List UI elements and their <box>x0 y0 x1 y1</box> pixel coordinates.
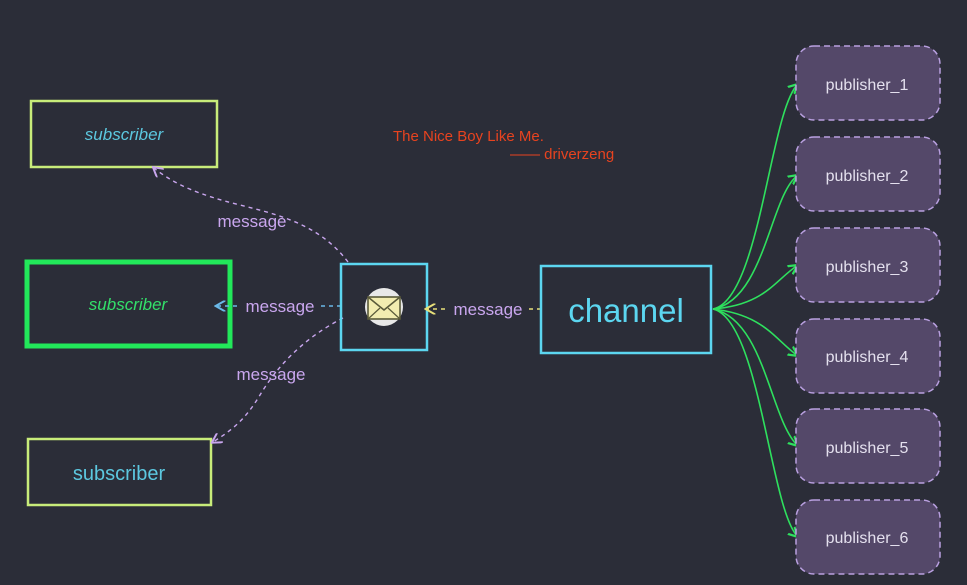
envelope-icon <box>365 288 403 326</box>
message-label-3: message <box>237 365 306 384</box>
caption-quote: The Nice Boy Like Me. <box>393 128 544 145</box>
channel-label: channel <box>568 292 684 329</box>
publisher-link-6 <box>712 308 798 537</box>
publisher-link-1 <box>712 84 798 310</box>
subscriber-node-2[interactable]: subscriber <box>24 259 233 349</box>
publisher-label-6: publisher_6 <box>826 530 909 547</box>
publisher-label-2: publisher_2 <box>826 168 909 185</box>
publisher-link-2 <box>712 175 798 310</box>
message-node[interactable] <box>339 262 429 352</box>
publisher-link-5 <box>712 308 798 446</box>
publisher-links <box>712 84 798 537</box>
subscriber-node-3[interactable]: subscriber <box>26 437 213 507</box>
publisher-node-4[interactable]: publisher_4 <box>795 318 941 394</box>
message-label-1: message <box>218 212 287 231</box>
publisher-node-2[interactable]: publisher_2 <box>795 136 941 212</box>
subscriber-label-1: subscriber <box>85 125 165 144</box>
publisher-label-5: publisher_5 <box>826 440 909 457</box>
publisher-link-4 <box>712 308 798 356</box>
subscriber-label-2: subscriber <box>89 295 169 314</box>
publisher-label-4: publisher_4 <box>826 349 909 366</box>
caption-author: —— driverzeng <box>510 146 614 163</box>
message-arrow-to-subscriber-3 <box>213 317 344 442</box>
publisher-node-6[interactable]: publisher_6 <box>795 499 941 575</box>
publisher-node-3[interactable]: publisher_3 <box>795 227 941 303</box>
message-label-channel: message <box>454 300 523 319</box>
subscriber-node-1[interactable]: subscriber <box>29 99 219 169</box>
publisher-link-3 <box>712 265 798 310</box>
publisher-node-5[interactable]: publisher_5 <box>795 408 941 484</box>
message-label-2: message <box>246 297 315 316</box>
publisher-label-1: publisher_1 <box>826 77 909 94</box>
channel-node[interactable]: channel <box>539 264 713 355</box>
publisher-node-1[interactable]: publisher_1 <box>795 45 941 121</box>
subscriber-label-3: subscriber <box>73 463 166 485</box>
publisher-label-3: publisher_3 <box>826 259 909 276</box>
